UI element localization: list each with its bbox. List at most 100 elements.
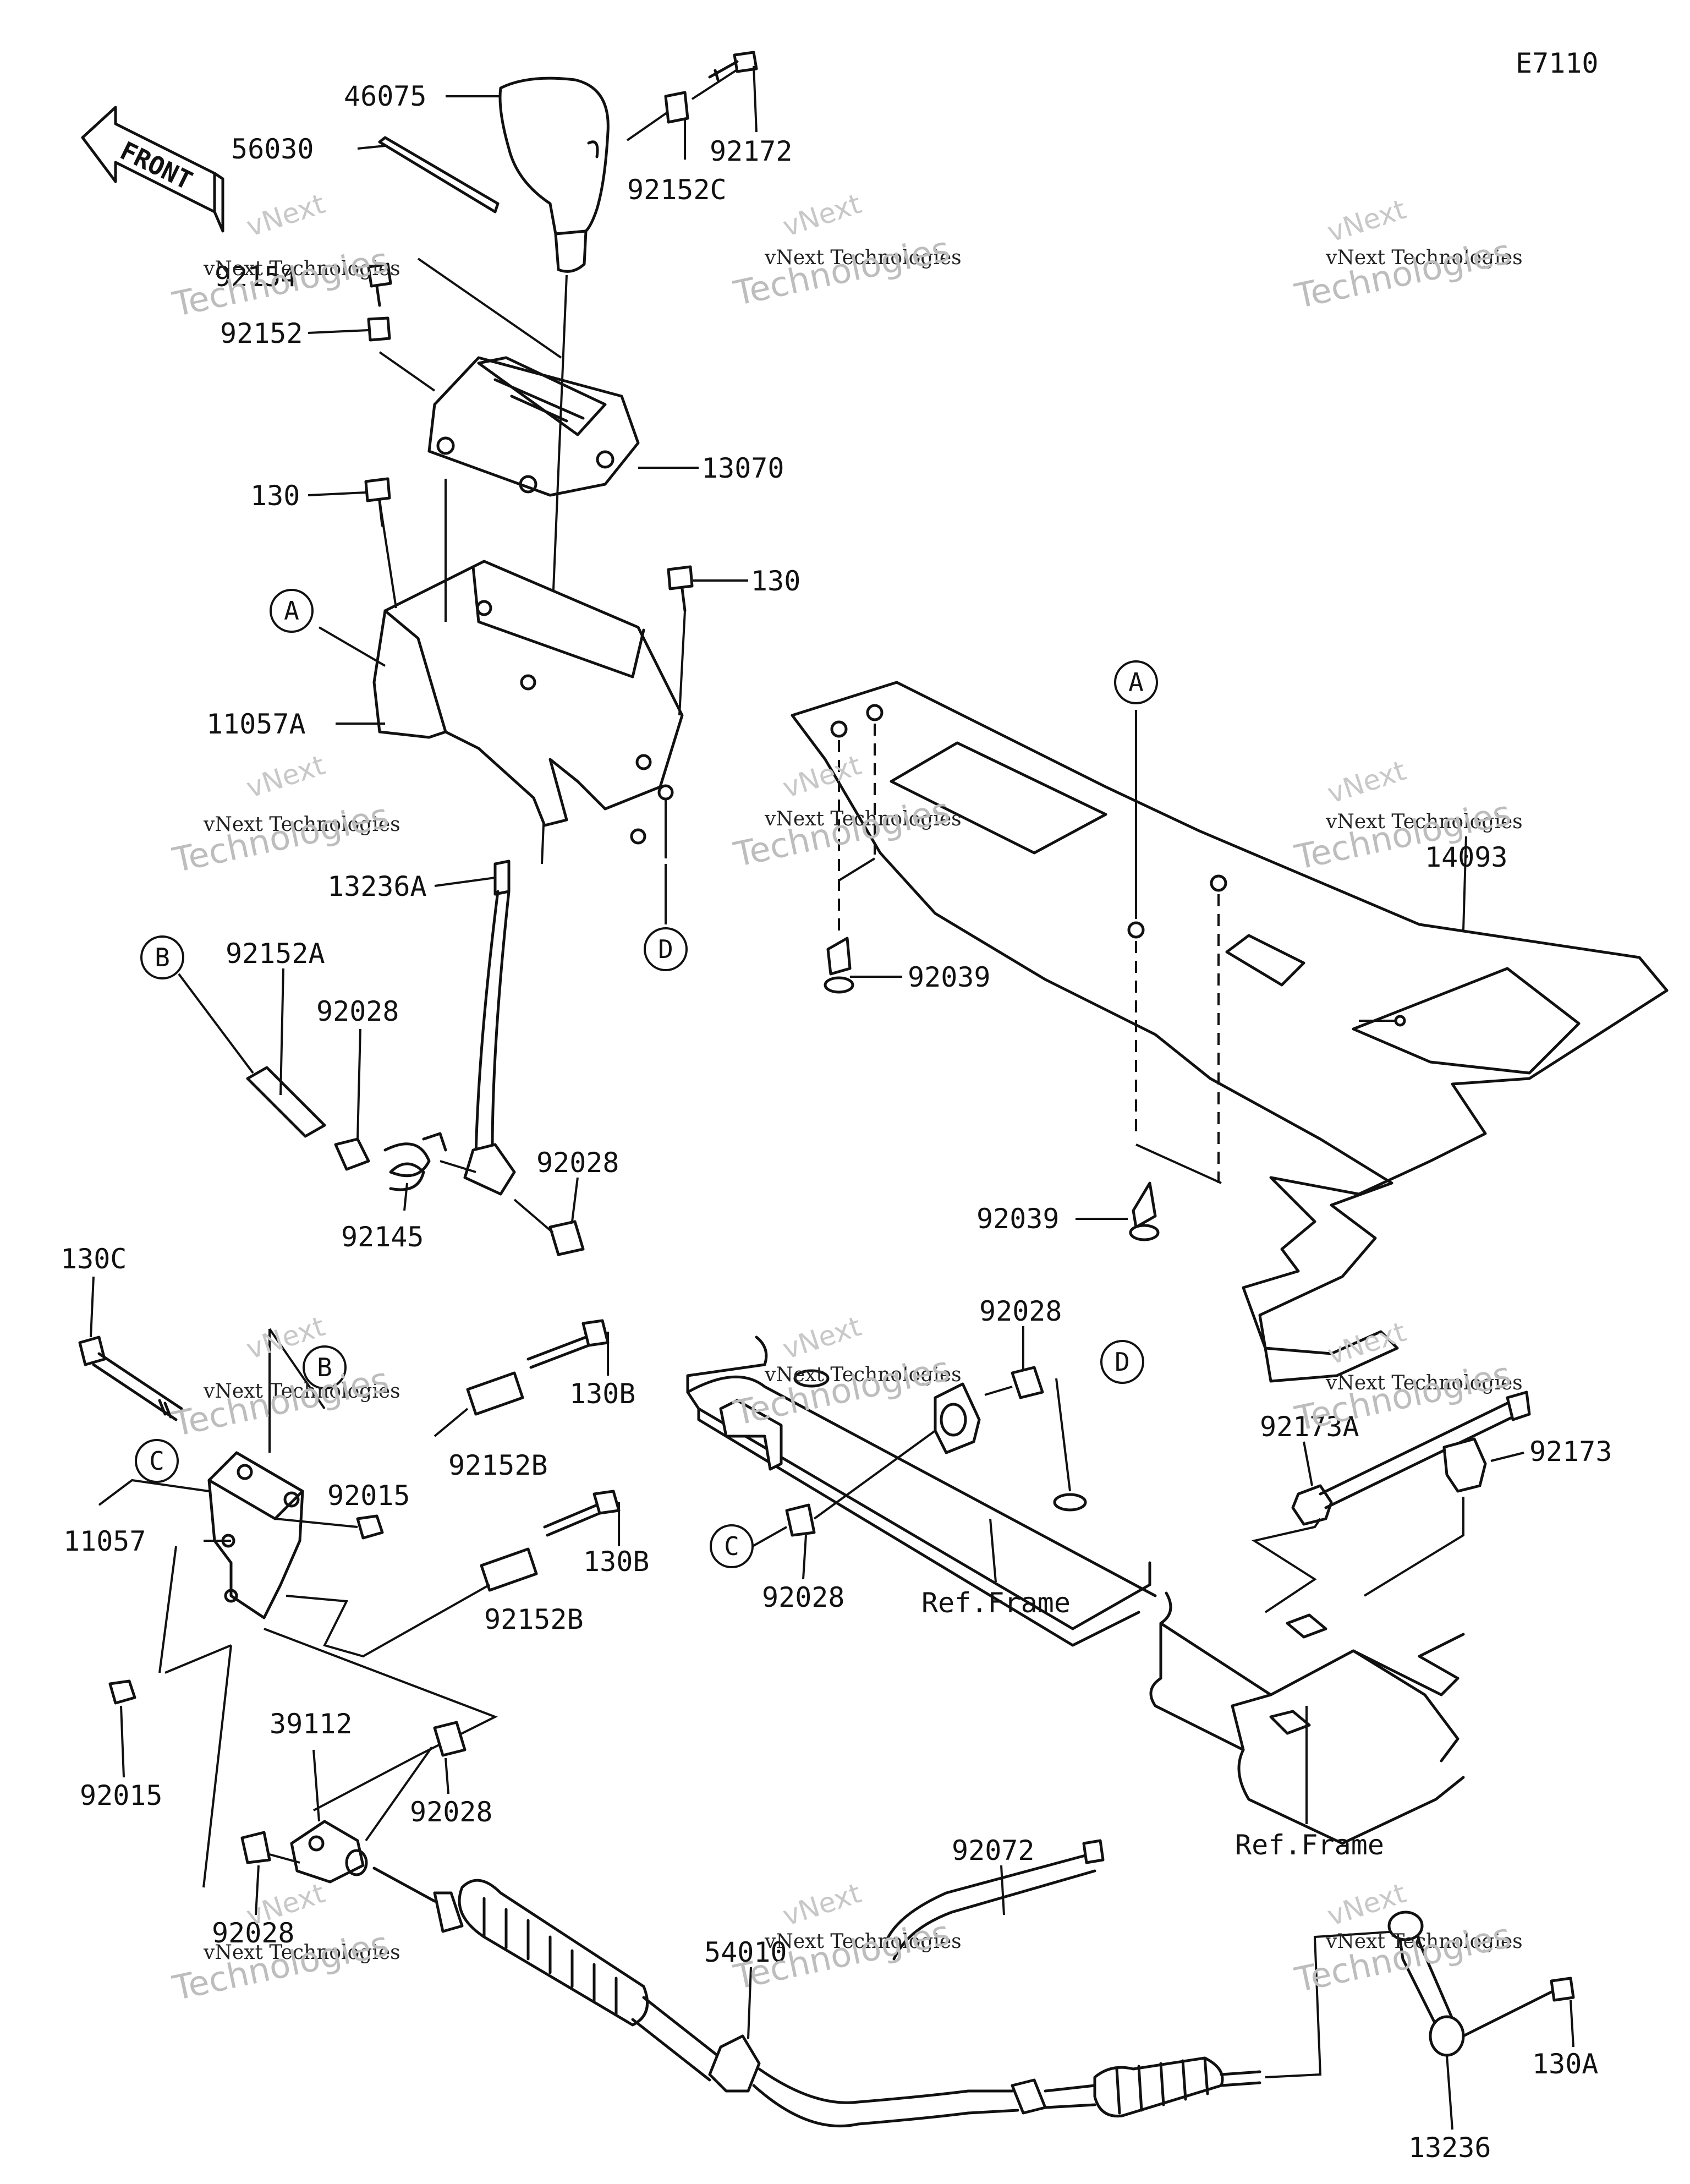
watermark-9-mid: vNext Technologies: [1325, 1372, 1523, 1394]
bushing-92028-b: [548, 1220, 585, 1256]
callout-d-left: D: [644, 927, 688, 971]
watermark-12: vNext vNext Technologies Technologies: [1291, 1877, 1523, 2000]
label-39112: 39112: [270, 1708, 353, 1740]
ref-frame-label-center: Ref.Frame: [921, 1587, 1071, 1619]
watermark-10: vNext vNext Technologies Technologies: [169, 1877, 400, 2008]
watermark-7-bot: Technologies: [169, 1359, 392, 1444]
bushing-92028-f: [785, 1503, 816, 1537]
watermark-8-top: vNext: [779, 1310, 865, 1365]
label-13236: 13236: [1408, 2132, 1491, 2164]
bracket-11057A: [372, 560, 684, 845]
label-92028-d: 92028: [212, 1917, 295, 1949]
shift-gate-13070: [427, 356, 640, 497]
label-92015-b: 92015: [80, 1780, 163, 1811]
watermark-2-mid: vNext Technologies: [764, 247, 962, 269]
label-92152C: 92152C: [627, 174, 727, 206]
watermark-8-mid: vNext Technologies: [764, 1364, 962, 1386]
watermark-11: vNext vNext Technologies Technologies: [730, 1877, 962, 1997]
label-92028-c: 92028: [410, 1796, 493, 1828]
label-130A: 130A: [1532, 2048, 1598, 2080]
ref-frame-label-right: Ref.Frame: [1235, 1829, 1384, 1861]
label-92173: 92173: [1529, 1436, 1612, 1468]
floor-cover-14093: [791, 681, 1669, 1383]
callout-d-mid-text: D: [1115, 1347, 1130, 1377]
shift-rod-13236A: [463, 860, 516, 1196]
watermark-3-bot: Technologies: [1291, 231, 1515, 316]
bushing-92028-a: [334, 1137, 370, 1171]
bushing-92028-d: [240, 1831, 271, 1864]
callout-c-mid-text: C: [724, 1531, 739, 1561]
watermark-3: vNext vNext Technologies Technologies: [1291, 193, 1523, 316]
label-11057A: 11057A: [206, 708, 306, 740]
cable-end-39112: [290, 1820, 368, 1884]
front-arrow-icon: FRONT: [81, 106, 224, 233]
collar-92152: [367, 316, 391, 342]
watermark-4-top: vNext: [243, 749, 329, 804]
label-130B-b: 130B: [583, 1546, 649, 1578]
lever-13236: [1387, 1911, 1465, 2057]
label-92039-a: 92039: [908, 961, 991, 993]
bolt-130B-b: [543, 1490, 621, 1537]
bolt-130-right: [667, 565, 694, 612]
bolt-130B-a: [526, 1319, 610, 1369]
label-92152: 92152: [220, 318, 303, 349]
bushing-92028-e: [1011, 1366, 1044, 1399]
label-92028-f: 92028: [762, 1581, 845, 1613]
label-130B-a: 130B: [569, 1378, 635, 1410]
watermark-4-mid: vNext Technologies: [203, 813, 400, 836]
watermark-11-mid: vNext Technologies: [764, 1930, 962, 1953]
label-14093: 14093: [1425, 841, 1508, 873]
watermark-10-mid: vNext Technologies: [203, 1941, 400, 1964]
callout-a-left-text: A: [284, 596, 299, 626]
label-92152B-a: 92152B: [448, 1449, 548, 1481]
bolt-92154: [367, 262, 392, 307]
bolt-130C: [78, 1335, 183, 1421]
collar-92152A: [246, 1066, 326, 1138]
watermark-11-bot: Technologies: [730, 1912, 953, 1997]
label-92172: 92172: [710, 135, 793, 167]
watermark-2: vNext vNext Technologies Technologies: [730, 188, 962, 314]
label-46075: 46075: [344, 80, 427, 112]
watermark-12-mid: vNext Technologies: [1325, 1930, 1523, 1953]
callout-d-left-text: D: [658, 934, 673, 964]
label-13236A: 13236A: [327, 871, 427, 902]
label-11057: 11057: [63, 1525, 146, 1557]
callout-c-left-text: C: [149, 1446, 164, 1476]
clip-92039-b: [1129, 1181, 1160, 1241]
label-92154: 92154: [215, 261, 298, 293]
watermark-8-bot: Technologies: [730, 1348, 953, 1433]
label-130C: 130C: [61, 1243, 127, 1275]
bolt-130-left: [364, 477, 391, 527]
collar-92152B-b: [480, 1547, 538, 1592]
watermark-9: vNext vNext Technologies Technologies: [1291, 1316, 1523, 1439]
watermark-1-bot: Technologies: [169, 239, 392, 324]
watermark-1-mid: vNext Technologies: [203, 258, 400, 280]
watermark-3-top: vNext: [1324, 193, 1410, 248]
shift-knob-46075: [498, 76, 610, 273]
tie-92173A: [1291, 1391, 1531, 1526]
bolt-130A: [1462, 1977, 1575, 2038]
callout-b-left-text: B: [155, 943, 170, 972]
callout-b-mid-text: B: [317, 1353, 332, 1382]
bushing-92028-c: [433, 1721, 467, 1757]
callout-a-right: A: [1114, 660, 1158, 704]
label-56030: 56030: [231, 133, 314, 165]
ref-frame-center: [686, 1335, 1157, 1647]
label-130-right: 130: [751, 565, 800, 597]
label-92145: 92145: [341, 1221, 424, 1253]
shift-plate-56030: [378, 136, 500, 214]
cable-tie-92072: [884, 1839, 1105, 1961]
label-92028-e: 92028: [979, 1295, 1062, 1327]
diagram-id: E7110: [1516, 47, 1599, 79]
watermark-2-top: vNext: [779, 188, 865, 243]
watermark-1-top: vNext: [243, 188, 329, 243]
collar-92152C: [664, 91, 689, 124]
clip-92173: [1442, 1437, 1487, 1493]
screw-92172: [708, 51, 758, 81]
watermark-4-bot: Technologies: [169, 795, 392, 880]
bracket-11057: [207, 1451, 304, 1619]
watermark-1: vNext vNext Technologies Technologies: [169, 188, 400, 325]
callout-b-left: B: [140, 935, 184, 979]
collar-92152B-a: [466, 1371, 524, 1416]
